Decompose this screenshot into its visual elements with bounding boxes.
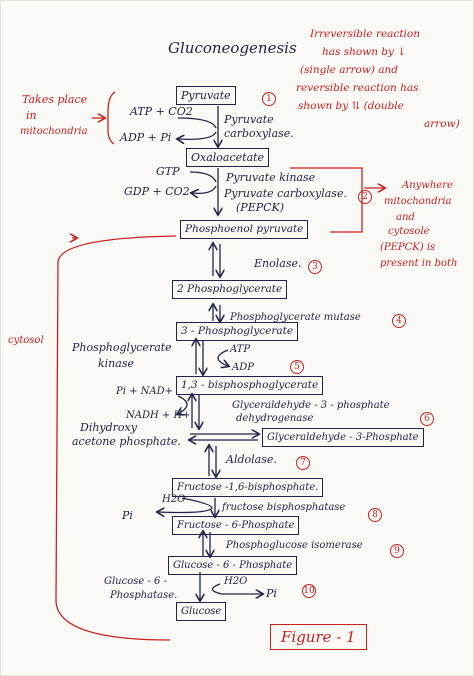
label-pepck-2: (PEPCK) xyxy=(236,201,285,214)
curve-atp-adp xyxy=(217,349,228,366)
note-line-1: Irreversible reaction xyxy=(310,28,420,40)
box-pep: Phosphoenol pyruvate xyxy=(180,220,309,239)
curve-atp xyxy=(177,117,217,129)
label-nadh: NADH + H+ xyxy=(126,410,191,421)
box-f6p: Fructose - 6-Phosphate xyxy=(172,516,300,535)
box-2pg: 2 Phosphoglycerate xyxy=(172,280,288,299)
label-g3pdh-1: Glyceraldehyde - 3 - phosphate xyxy=(232,400,390,411)
box-oxaloacetate: Oxaloacetate xyxy=(186,148,270,167)
label-dhap-1: Dihydroxy xyxy=(80,421,137,434)
step-7: 7 xyxy=(296,456,310,470)
box-g3p: Glyceraldehyde - 3-Phosphate xyxy=(262,428,424,447)
label-pyr-carbox-1: Pyruvate xyxy=(224,113,274,126)
label-pyr-carbox-2: carboxylase. xyxy=(224,127,294,140)
curve-adp xyxy=(178,131,217,139)
label-aldolase: Aldolase. xyxy=(226,453,277,466)
label-pg-kinase-1: Phosphoglycerate xyxy=(72,341,172,354)
label-h2o-1: H2O xyxy=(162,494,186,505)
label-adp: ADP xyxy=(232,362,254,373)
step-4: 4 xyxy=(392,314,406,328)
label-pg-kinase-2: kinase xyxy=(98,357,134,370)
step-3: 3 xyxy=(308,260,322,274)
figure-label: Figure - 1 xyxy=(270,624,367,650)
label-gtp: GTP xyxy=(156,165,180,178)
left-note-2: in xyxy=(26,109,37,122)
curve-h2o-pi xyxy=(158,497,213,513)
bracket-cytosol xyxy=(55,235,177,641)
right-note-1: Anywhere xyxy=(402,180,453,191)
step-5: 5 xyxy=(290,360,304,374)
label-pyr-kinase: Pyruvate kinase xyxy=(226,171,316,184)
box-pyruvate: Pyruvate xyxy=(176,86,236,105)
curve-gdp xyxy=(192,185,217,193)
right-note-3: and xyxy=(396,212,415,223)
box-g6p: Glucose - 6 - Phosphate xyxy=(168,556,298,575)
box-f16bp: Fructose -1,6-bisphosphate. xyxy=(172,478,324,497)
box-13bpg: 1,3 - bisphosphoglycerate xyxy=(176,376,324,395)
label-pepck-1: Pyruvate carboxylase. xyxy=(224,187,347,200)
label-dhap-2: acetone phosphate. xyxy=(72,435,181,448)
step-10: 10 xyxy=(302,584,316,598)
right-note-5: (PEPCK) is xyxy=(380,242,436,253)
step-2: 2 xyxy=(358,190,372,204)
right-note-4: cytosole xyxy=(388,226,430,237)
label-enolase: Enolase. xyxy=(254,257,302,270)
note-line-4: reversible reaction has xyxy=(296,82,419,94)
label-pi-nad: Pi + NAD+ xyxy=(116,386,174,397)
curve-gtp xyxy=(189,171,217,183)
label-atp: ATP xyxy=(230,344,251,355)
page-title: Gluconeogenesis xyxy=(168,39,297,57)
note-line-6: arrow) xyxy=(424,118,460,130)
note-line-2: has shown by ↓ xyxy=(322,46,407,58)
label-adp-pi: ADP + Pi xyxy=(120,131,172,144)
label-ph-isomerase: Phosphoglucose isomerase xyxy=(226,540,363,551)
label-g6pase-1: Glucose - 6 - xyxy=(104,576,167,587)
step-9: 9 xyxy=(390,544,404,558)
left-note-3: mitochondria xyxy=(20,126,88,137)
label-pi-1: Pi xyxy=(122,509,133,522)
curve-g6pase xyxy=(211,583,262,594)
label-fbpase: fructose bisphosphatase xyxy=(222,502,346,513)
bracket-mitochondria xyxy=(107,91,116,145)
label-pi-2: Pi xyxy=(266,587,277,600)
label-atp-co2: ATP + CO2 xyxy=(130,105,193,118)
curve-nad xyxy=(178,395,188,414)
box-3pg: 3 - Phosphoglycerate xyxy=(176,322,299,341)
step-1: 1 xyxy=(262,92,276,106)
step-6: 6 xyxy=(420,412,434,426)
step-8: 8 xyxy=(368,508,382,522)
note-line-3: (single arrow) and xyxy=(300,64,399,76)
right-note-2: mitochondria xyxy=(384,196,452,207)
left-note-1: Takes place xyxy=(22,93,88,106)
label-mutase: Phosphoglycerate mutase xyxy=(230,312,361,323)
label-g3pdh-2: dehydrogenase xyxy=(236,413,314,424)
label-g6pase-2: Phosphatase. xyxy=(110,590,178,601)
cytosol-label: cytosol xyxy=(8,335,44,346)
label-gdp-co2: GDP + CO2 xyxy=(124,185,190,198)
label-h2o-2: H2O xyxy=(224,576,248,587)
right-note-6: present in both xyxy=(380,258,458,269)
note-line-5: shown by ⇅ (double xyxy=(298,100,404,112)
box-glucose: Glucose xyxy=(176,602,227,621)
